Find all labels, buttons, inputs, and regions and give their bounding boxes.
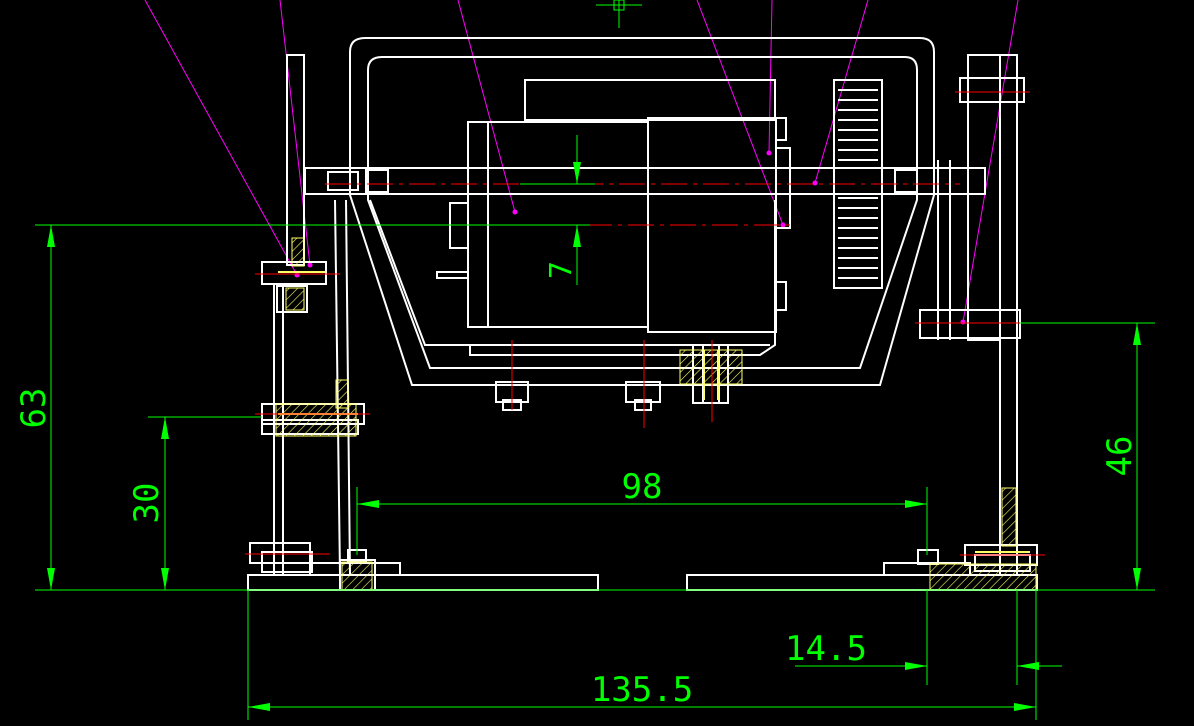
dimension-labels: 63 30 46 98 14.5 135.5 7 <box>14 261 1140 710</box>
dim-14-5: 14.5 <box>785 629 867 669</box>
machine-outline <box>247 37 1038 591</box>
dimension-geometry <box>35 135 1155 720</box>
base-plate-left <box>247 574 599 591</box>
dim-98: 98 <box>622 467 663 507</box>
dim-46: 46 <box>1100 436 1140 477</box>
cradle-outer <box>349 37 935 386</box>
hatched-sections <box>275 237 1037 591</box>
dim-7: 7 <box>544 261 579 279</box>
cradle-inner <box>367 56 918 369</box>
ucs-origin-marker <box>596 0 642 28</box>
dim-135-5: 135.5 <box>591 670 693 710</box>
gear-teeth <box>838 89 878 279</box>
dim-63: 63 <box>14 388 54 429</box>
bolt-shanks <box>278 271 1030 553</box>
dim-30: 30 <box>127 483 167 524</box>
